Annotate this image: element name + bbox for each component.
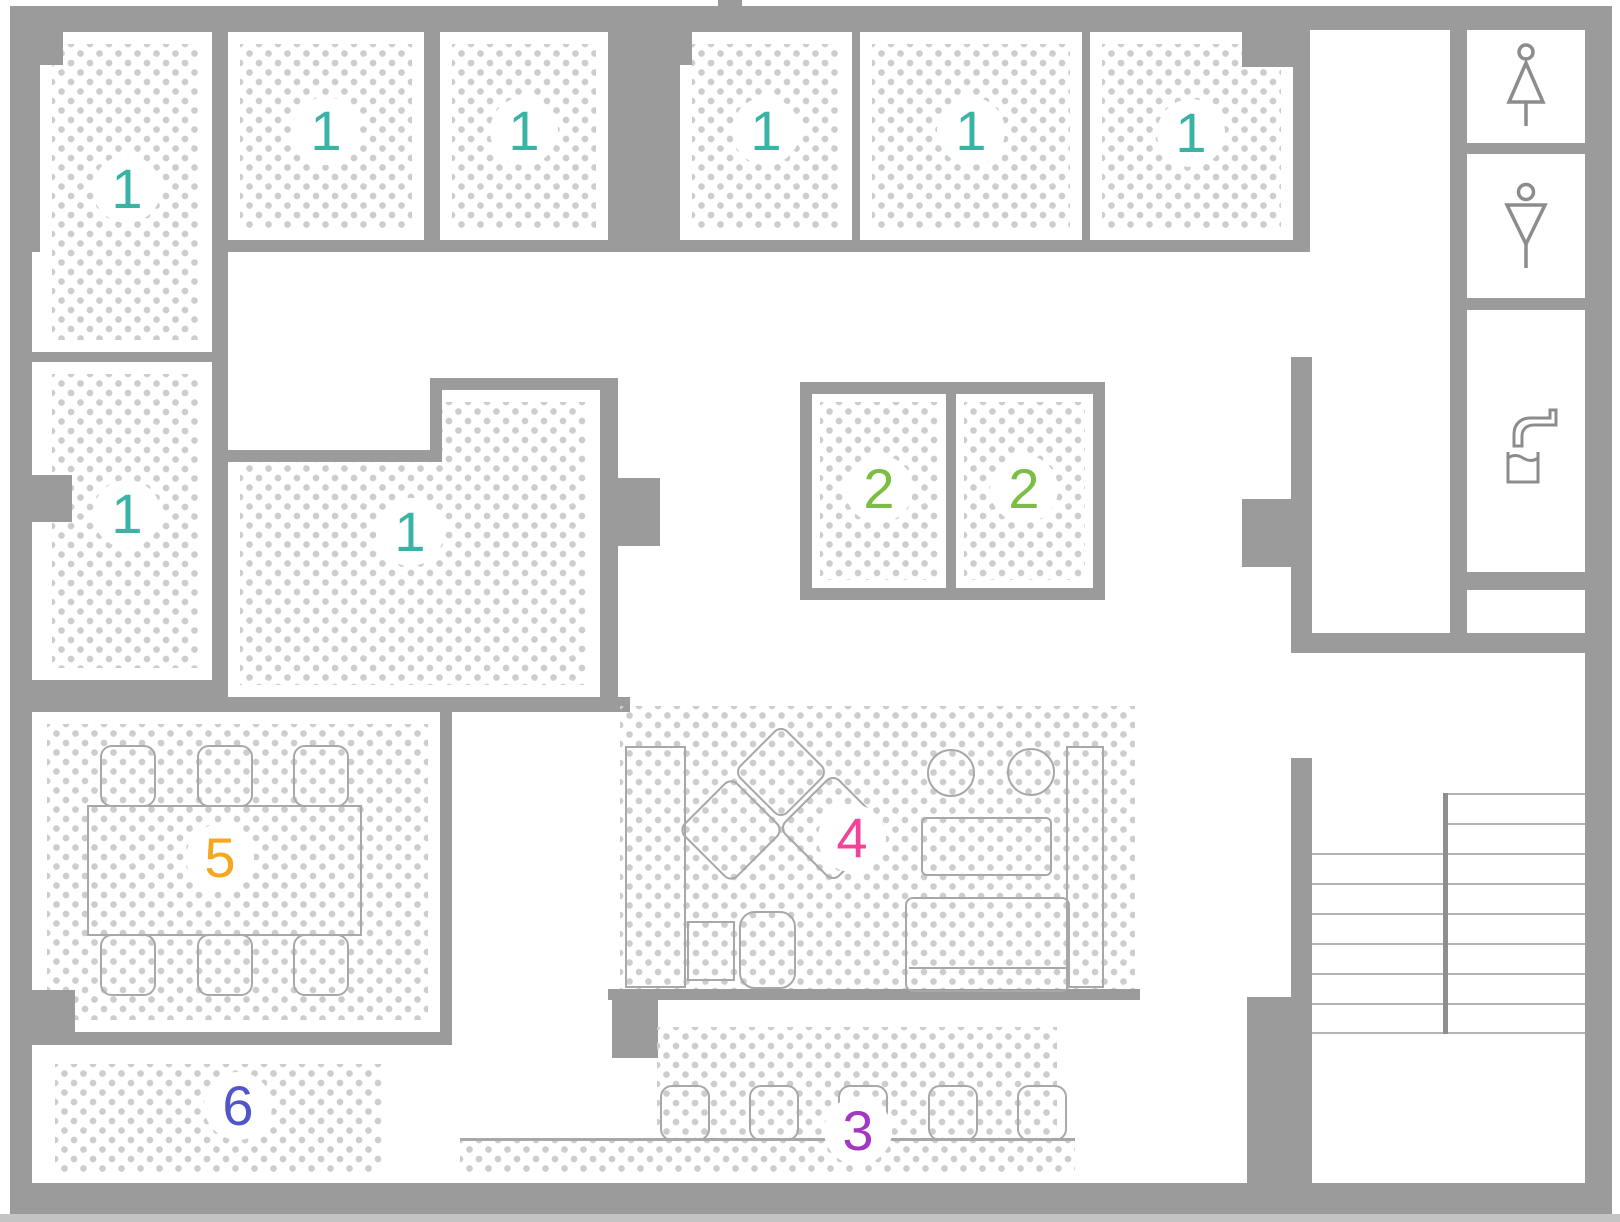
lounge-shelf-left [625,746,686,988]
wall-segment [1247,997,1291,1183]
wall-segment [1450,143,1585,154]
wall-notch [680,32,692,65]
chair [293,934,349,996]
wall-notch [1242,32,1293,67]
wall-bottom-edge [0,1214,1620,1222]
wall-segment [600,378,618,710]
wall-door-block [1242,499,1291,567]
wall-segment [440,697,452,1045]
wall-segment [608,989,1140,1000]
wall-door-block [32,990,75,1045]
bar-stool [660,1085,710,1141]
room-label-2: 2 [990,455,1058,523]
wall-segment [1450,572,1585,590]
wall-right [1585,6,1612,1190]
wall-segment [1450,298,1585,310]
wall-segment [32,680,215,712]
wall-segment [612,998,658,1058]
wall-segment [430,378,618,390]
wall-segment [1291,357,1312,653]
room-label-1: 1 [937,97,1005,165]
male-restroom-icon [1504,182,1548,268]
wall-notch [40,32,63,65]
room-label-6: 6 [204,1072,272,1140]
wall-segment [32,352,215,362]
stairs-divider [1443,793,1448,1034]
lounge-armchair [739,911,796,989]
chair [100,745,156,807]
room-label-1: 1 [292,97,360,165]
room-label-1: 1 [93,480,161,548]
wall-door-block [32,475,72,522]
wall-segment [215,697,630,712]
stairs [1312,758,1585,1183]
room-label-1: 1 [93,155,161,223]
room-closet [1467,590,1585,633]
wall-left [10,6,32,1190]
wall-segment [212,240,228,697]
room-label-1: 1 [732,97,800,165]
wall-segment [1450,6,1467,653]
wall-segment [32,1032,452,1045]
room-label-1: 1 [1157,99,1225,167]
room-label-2: 2 [845,455,913,523]
room-label-1: 1 [490,97,558,165]
bar-3-floor-lower [460,1140,1075,1172]
room-office-1-top-6 [1090,32,1293,240]
bar-stool [928,1085,978,1141]
room-water-fountain [1467,310,1585,572]
bar-stool [1017,1085,1067,1141]
chair [293,745,349,807]
room-restroom-male [1467,154,1585,298]
lounge-side-table [687,921,735,981]
lounge-table [921,817,1052,876]
room-label-4: 4 [818,804,886,872]
wall-door-block [618,478,660,546]
wall-top [10,6,1612,30]
chair [100,934,156,996]
female-restroom-icon [1506,43,1546,126]
room-label-3: 3 [824,1097,892,1165]
chair [197,934,253,996]
sofa-back-line [909,967,1066,969]
bar-stool [749,1085,799,1141]
room-label-5: 5 [186,824,254,892]
wall-segment [1291,633,1585,653]
wall-top-stub [718,0,742,6]
water-fountain-icon [1506,408,1558,484]
lounge-stool [1007,748,1055,796]
wall-segment [228,450,442,462]
wall-segment [430,378,442,462]
chair [197,745,253,807]
lounge-shelf-right [1066,746,1104,988]
lounge-sofa [905,897,1070,992]
lounge-stool [927,749,975,797]
wall-segment [1291,758,1312,1183]
room-label-1: 1 [376,498,444,566]
room-booth-2-right [956,394,1093,588]
